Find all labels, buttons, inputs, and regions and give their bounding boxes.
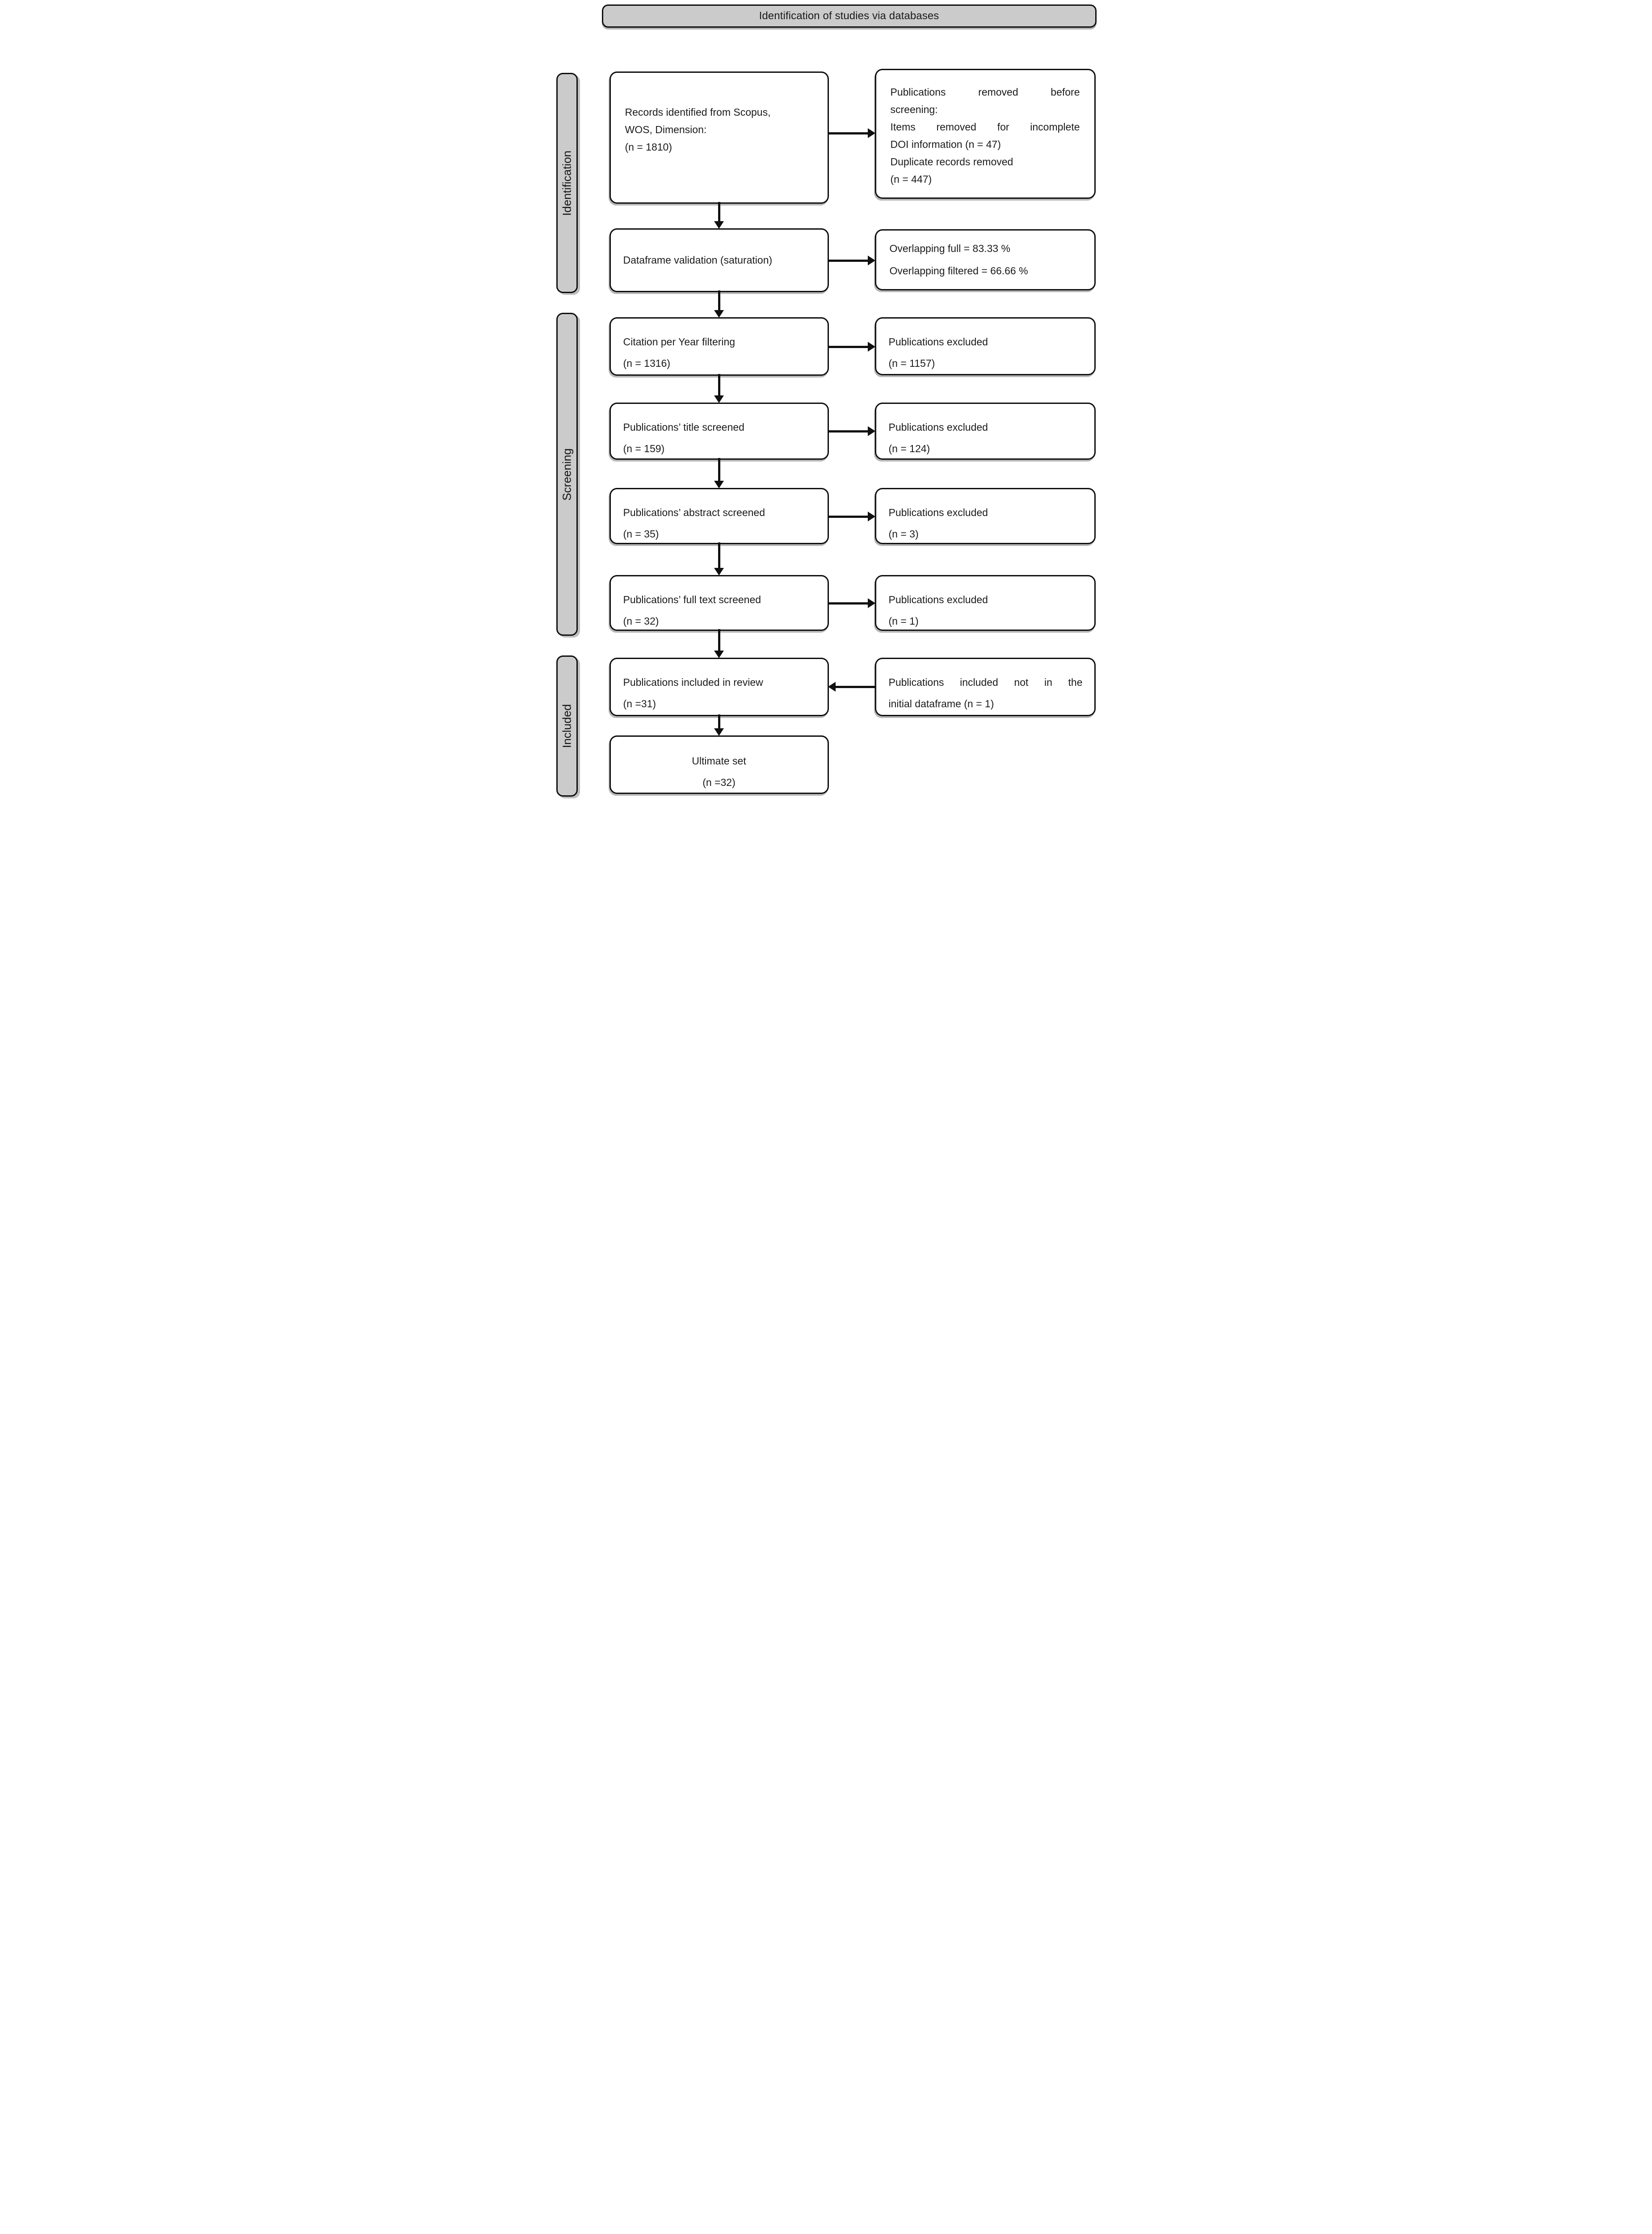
box-included-in-review: Publications included in review (n =31) <box>609 658 829 716</box>
box-count: (n = 1) <box>888 615 919 627</box>
arrow-right-5-head <box>867 512 875 521</box>
box-count: (n = 3) <box>888 528 919 540</box>
box-line: Overlapping full = 83.33 % <box>889 243 1010 255</box>
arrow-down-3-head <box>714 395 724 403</box>
arrow-right-6-shaft <box>828 602 869 605</box>
box-line: Overlapping filtered = 66.66 % <box>889 265 1028 277</box>
diagram-title: Identification of studies via databases <box>759 10 939 22</box>
box-fulltext-screened: Publications’ full text screened (n = 32… <box>609 575 829 631</box>
arrow-right-5-shaft <box>828 516 869 518</box>
box-included-not-in-initial-dataframe: Publications included not in the initial… <box>874 658 1096 716</box>
arrow-left-7-head <box>828 682 836 692</box>
stage-label-included: Included <box>560 704 573 748</box>
arrow-left-7-shaft <box>835 686 876 688</box>
box-removed-before-screening: Publications removed before screening: I… <box>874 69 1096 199</box>
box-line: Duplicate records removed <box>890 156 1013 168</box>
box-line: Publications excluded <box>888 421 988 433</box>
box-line: Publications’ full text screened <box>623 594 761 605</box>
box-line: screening: <box>890 104 938 116</box>
box-count: (n = 1157) <box>888 357 935 370</box>
diagram-header: Identification of studies via databases <box>601 4 1097 28</box>
arrow-down-1-shaft <box>718 202 720 222</box>
arrow-right-2-shaft <box>828 260 869 262</box>
box-line: Publications included in review <box>623 676 763 688</box>
box-count: (n =32) <box>702 777 736 789</box>
box-line: Ultimate set <box>692 755 746 767</box>
arrow-down-7-head <box>714 728 724 736</box>
prisma-flow-diagram: Identification of studies via databases … <box>551 0 1101 797</box>
arrow-down-4-head <box>714 481 724 488</box>
box-count: (n =31) <box>623 698 656 710</box>
arrow-right-3-shaft <box>828 346 869 348</box>
arrow-right-3-head <box>867 342 875 352</box>
box-count: (n = 1316) <box>623 357 671 370</box>
box-records-identified: Records identified from Scopus, WOS, Dim… <box>609 71 829 204</box>
box-text: Records identified from Scopus, WOS, Dim… <box>625 106 771 153</box>
arrow-down-4-shaft <box>718 458 720 482</box>
box-dataframe-validation: Dataframe validation (saturation) <box>609 228 829 292</box>
box-overlapping-stats: Overlapping full = 83.33 % Overlapping f… <box>874 229 1096 290</box>
arrow-down-1-head <box>714 221 724 229</box>
arrow-down-5-head <box>714 568 724 575</box>
box-line: DOI information (n = 47) <box>890 139 1001 151</box>
box-excluded-citation: Publications excluded (n = 1157) <box>874 317 1096 375</box>
box-excluded-fulltext: Publications excluded (n = 1) <box>874 575 1096 631</box>
box-title-screened: Publications’ title screened (n = 159) <box>609 403 829 460</box>
arrow-right-2-head <box>867 256 875 265</box>
box-line: Publications excluded <box>888 507 988 518</box>
arrow-right-1-shaft <box>828 132 869 134</box>
arrow-down-6-head <box>714 651 724 658</box>
box-abstract-screened: Publications’ abstract screened (n = 35) <box>609 488 829 544</box>
arrow-down-6-shaft <box>718 629 720 651</box>
box-text: Dataframe validation (saturation) <box>623 254 773 266</box>
stage-bar-included: Included <box>556 655 578 797</box>
arrow-right-4-head <box>867 426 875 436</box>
box-excluded-title: Publications excluded (n = 124) <box>874 403 1096 460</box>
box-line: Publications removed before <box>890 86 1080 98</box>
arrow-right-4-shaft <box>828 430 869 433</box>
box-line: initial dataframe (n = 1) <box>888 698 994 710</box>
stage-bar-screening: Screening <box>556 313 578 636</box>
arrow-right-1-head <box>867 128 875 138</box>
box-line: Items removed for incomplete <box>890 121 1080 133</box>
box-count: (n = 447) <box>890 173 932 185</box>
box-line: Publications’ title screened <box>623 421 744 433</box>
box-line: Publications excluded <box>888 594 988 605</box>
box-count: (n = 35) <box>623 528 659 540</box>
box-count: (n = 159) <box>623 443 665 455</box>
box-line: Publications excluded <box>888 336 988 348</box>
box-ultimate-set: Ultimate set (n =32) <box>609 735 829 794</box>
arrow-down-7-shaft <box>718 714 720 729</box>
arrow-down-3-shaft <box>718 374 720 396</box>
stage-label-identification: Identification <box>560 150 573 216</box>
box-line: Publications’ abstract screened <box>623 507 765 518</box>
arrow-right-6-head <box>867 598 875 608</box>
box-line: Citation per Year filtering <box>623 336 736 348</box>
box-citation-per-year-filtering: Citation per Year filtering (n = 1316) <box>609 317 829 376</box>
arrow-down-5-shaft <box>718 542 720 568</box>
arrow-down-2-head <box>714 310 724 318</box>
box-line: Publications included not in the <box>888 676 1083 688</box>
box-count: (n = 124) <box>888 443 930 455</box>
stage-bar-identification: Identification <box>556 73 578 293</box>
stage-label-screening: Screening <box>560 448 573 501</box>
box-count: (n = 32) <box>623 615 659 627</box>
box-excluded-abstract: Publications excluded (n = 3) <box>874 488 1096 544</box>
arrow-down-2-shaft <box>718 290 720 311</box>
